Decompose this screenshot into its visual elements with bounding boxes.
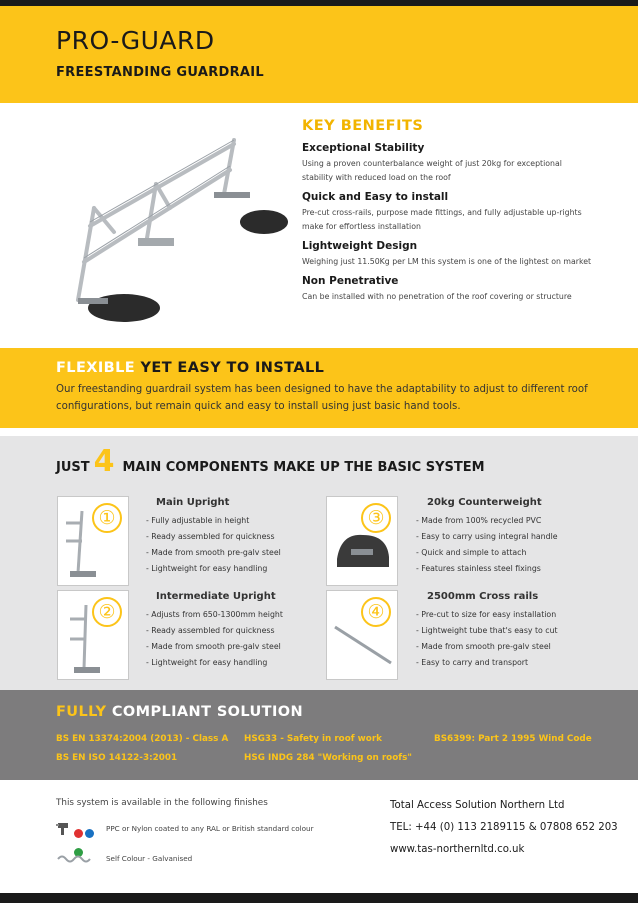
component-point: - Made from smooth pre-galv steel <box>146 548 281 557</box>
page-title: PRO-GUARD <box>56 26 215 55</box>
component-point: - Adjusts from 650-1300mm height <box>146 610 283 619</box>
benefit-item: Non Penetrative Can be installed with no… <box>302 275 592 304</box>
flexible-title-highlight: FLEXIBLE <box>56 360 136 376</box>
blue-swatch-icon <box>85 829 94 838</box>
components-section: JUST 4 MAIN COMPONENTS MAKE UP THE BASIC… <box>0 436 638 690</box>
page-subtitle: FREESTANDING GUARDRAIL <box>56 65 264 80</box>
component-points: - Made from 100% recycled PVC - Easy to … <box>416 513 591 577</box>
flexible-section: FLEXIBLE YET EASY TO INSTALL Our freesta… <box>0 348 638 428</box>
compliance-title-rest: COMPLIANT SOLUTION <box>111 704 304 720</box>
flexible-title: FLEXIBLE YET EASY TO INSTALL <box>56 360 324 376</box>
component-point: - Fully adjustable in height <box>146 516 250 525</box>
component-number-badge: ④ <box>361 597 391 627</box>
red-swatch-icon <box>74 829 83 838</box>
benefit-item: Quick and Easy to install Pre-cut cross-… <box>302 191 592 234</box>
spray-gun-icon <box>56 820 106 857</box>
phone-number: TEL: +44 (0) 113 2189115 & 07808 652 203 <box>390 822 618 833</box>
component-number-badge: ② <box>92 597 122 627</box>
finish-option: Self Colour - Galvanised <box>56 850 356 866</box>
components-heading-number: 4 <box>93 444 115 479</box>
component-number-badge: ③ <box>361 503 391 533</box>
benefit-heading: Lightweight Design <box>302 240 418 252</box>
counterweight-image <box>337 534 389 567</box>
flexible-text: Our freestanding guardrail system has be… <box>56 384 588 412</box>
finish-option-text: Self Colour - Galvanised <box>106 853 193 863</box>
cross-rail-image <box>334 625 392 665</box>
guardrail-product-image <box>76 138 288 322</box>
contact-block: Total Access Solution Northern Ltd TEL: … <box>390 800 630 866</box>
component-point: - Quick and simple to attach <box>416 548 527 557</box>
standard-item: HSG INDG 284 "Working on roofs" <box>244 753 412 763</box>
benefit-item: Lightweight Design Weighing just 11.50Kg… <box>302 240 592 269</box>
component-point: - Lightweight for easy handling <box>146 564 268 573</box>
finish-option: PPC or Nylon coated to any RAL or Britis… <box>56 820 356 857</box>
component-card-main-upright: ① <box>57 496 129 586</box>
component-point: - Lightweight for easy handling <box>146 658 268 667</box>
component-title: Intermediate Upright <box>156 591 276 602</box>
component-point: - Ready assembled for quickness <box>146 532 275 541</box>
component-number-badge: ① <box>92 503 122 533</box>
finishes-section: This system is available in the followin… <box>56 798 356 880</box>
green-swatch-icon <box>74 848 83 857</box>
compliance-section: FULLY COMPLIANT SOLUTION BS EN 13374:200… <box>0 690 638 780</box>
standard-item: HSG33 - Safety in roof work <box>244 734 383 744</box>
component-info-cross-rails: 2500mm Cross rails - Pre-cut to size for… <box>416 591 591 671</box>
component-point: - Easy to carry using integral handle <box>416 532 558 541</box>
benefit-text: Can be installed with no penetration of … <box>302 292 572 301</box>
component-point: - Made from smooth pre-galv steel <box>146 642 281 651</box>
component-point: - Made from smooth pre-galv steel <box>416 642 551 651</box>
key-benefits-title: KEY BENEFITS <box>302 118 424 134</box>
bottom-bar <box>0 893 638 903</box>
galvanised-icon <box>56 850 106 866</box>
flexible-title-rest: YET EASY TO INSTALL <box>140 360 325 376</box>
benefit-heading: Non Penetrative <box>302 275 399 287</box>
component-title: 2500mm Cross rails <box>427 591 539 602</box>
finishes-title: This system is available in the followin… <box>56 798 268 808</box>
component-point: - Features stainless steel fixings <box>416 564 541 573</box>
component-title: Main Upright <box>156 497 230 508</box>
intermediate-upright-image <box>70 604 100 673</box>
components-heading-post: MAIN COMPONENTS MAKE UP THE BASIC SYSTEM <box>122 460 485 475</box>
component-point: - Lightweight tube that's easy to cut <box>416 626 558 635</box>
component-point: - Made from 100% recycled PVC <box>416 516 542 525</box>
component-info-intermediate-upright: Intermediate Upright - Adjusts from 650-… <box>146 591 321 671</box>
component-title: 20kg Counterweight <box>427 497 542 508</box>
benefit-text: Weighing just 11.50Kg per LM this system… <box>302 257 592 266</box>
standard-item: BS EN 13374:2004 (2013) - Class A <box>56 734 229 744</box>
standard-item: BS6399: Part 2 1995 Wind Code <box>434 734 592 744</box>
component-points: - Pre-cut to size for easy installation … <box>416 607 591 671</box>
component-point: - Ready assembled for quickness <box>146 626 275 635</box>
component-info-counterweight: 20kg Counterweight - Made from 100% recy… <box>416 497 591 577</box>
component-points: - Adjusts from 650-1300mm height - Ready… <box>146 607 321 671</box>
compliance-title: FULLY COMPLIANT SOLUTION <box>56 704 303 720</box>
finish-option-text: PPC or Nylon coated to any RAL or Britis… <box>106 823 314 833</box>
component-point: - Pre-cut to size for easy installation <box>416 610 557 619</box>
components-heading-pre: JUST <box>56 460 90 475</box>
component-points: - Fully adjustable in height - Ready ass… <box>146 513 321 577</box>
compliance-title-highlight: FULLY <box>56 704 107 720</box>
components-heading: JUST 4 MAIN COMPONENTS MAKE UP THE BASIC… <box>56 444 485 479</box>
company-name: Total Access Solution Northern Ltd <box>390 800 565 811</box>
main-upright-image <box>66 510 96 577</box>
component-point: - Easy to carry and transport <box>416 658 529 667</box>
component-card-counterweight: ③ <box>326 496 398 586</box>
benefit-text: Using a proven counterbalance weight of … <box>302 159 562 182</box>
standard-item: BS EN ISO 14122-3:2001 <box>56 753 178 763</box>
component-card-intermediate-upright: ② <box>57 590 129 680</box>
benefit-heading: Exceptional Stability <box>302 142 425 154</box>
key-benefits: KEY BENEFITS Exceptional Stability Using… <box>302 118 592 310</box>
benefit-item: Exceptional Stability Using a proven cou… <box>302 142 592 185</box>
header-band: PRO-GUARD FREESTANDING GUARDRAIL <box>0 6 638 103</box>
website-link[interactable]: www.tas-northernltd.co.uk <box>390 844 525 855</box>
top-bar <box>0 0 638 6</box>
component-info-main-upright: Main Upright - Fully adjustable in heigh… <box>146 497 321 577</box>
component-card-cross-rails: ④ <box>326 590 398 680</box>
benefit-heading: Quick and Easy to install <box>302 191 449 203</box>
benefit-text: Pre-cut cross-rails, purpose made fittin… <box>302 208 582 231</box>
